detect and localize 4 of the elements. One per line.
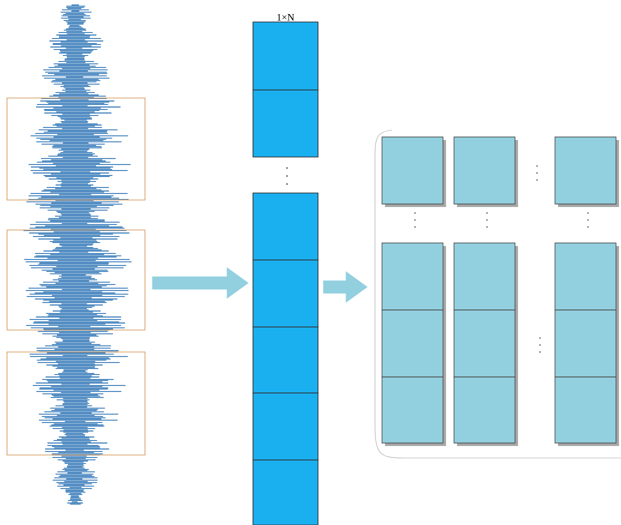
dimension-label: 1×N <box>277 14 294 21</box>
cell-column-drawing <box>252 22 318 525</box>
waveform-drawing <box>6 4 146 505</box>
cell-matrix-drawing <box>374 130 621 458</box>
